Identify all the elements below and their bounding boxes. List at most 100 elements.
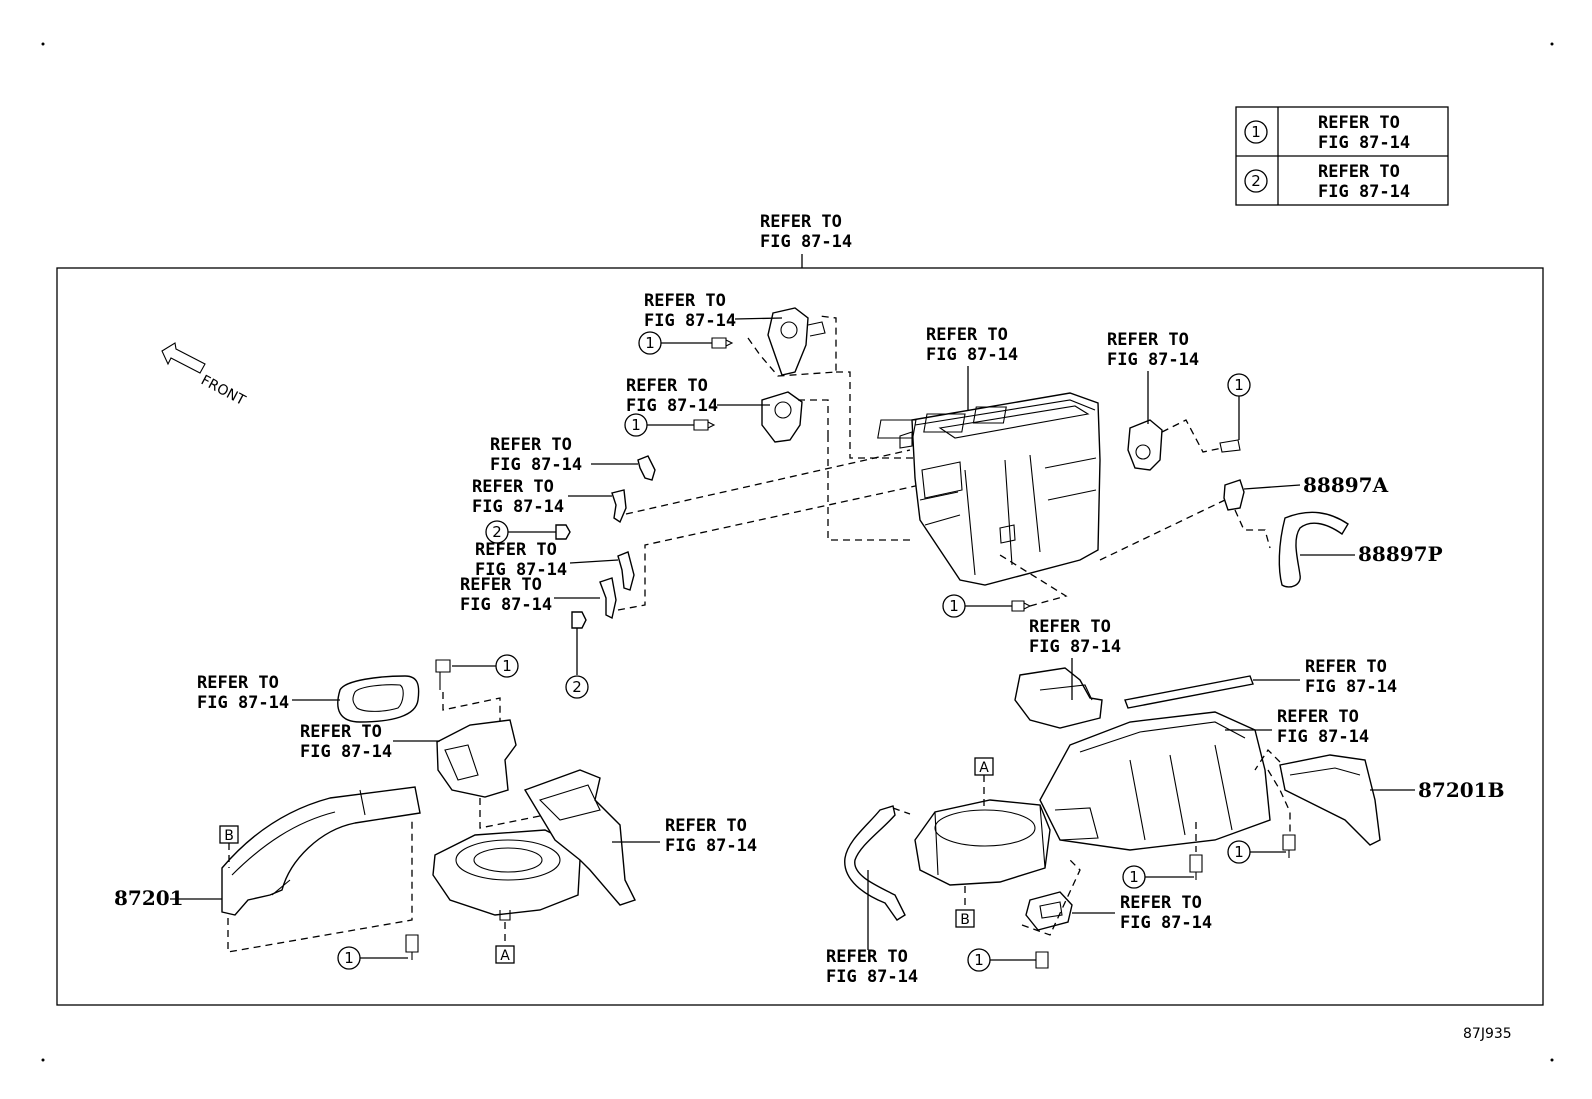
refer-duct-2: FIG 87-14 bbox=[300, 742, 392, 762]
legend-symbol-1: 1 bbox=[1251, 123, 1261, 141]
refer-strip-2: FIG 87-14 bbox=[1305, 677, 1397, 697]
screw-right: 1 bbox=[1219, 373, 1251, 453]
refer-link4-2: FIG 87-14 bbox=[460, 595, 552, 615]
legend-row-2: 2 REFER TO FIG 87-14 bbox=[1244, 162, 1410, 202]
legend-symbol-2: 2 bbox=[1251, 172, 1261, 190]
figure-id: 87J935 bbox=[1463, 1026, 1512, 1042]
nut-2-lower: 2 bbox=[565, 611, 589, 699]
air-duct-87201: 87201 B bbox=[114, 786, 421, 953]
callout-1-87201: 1 bbox=[344, 949, 354, 967]
servo-motor-middle: REFER TO FIG 87-14 bbox=[626, 376, 829, 443]
refer-line1: REFER TO bbox=[760, 212, 842, 232]
box-a-right: A bbox=[979, 760, 989, 776]
box-a-left: A bbox=[500, 948, 510, 964]
label-87201: 87201 bbox=[114, 886, 184, 910]
refer-servo-mid-1: REFER TO bbox=[626, 376, 708, 396]
blower-housing-right: A B bbox=[914, 757, 1051, 928]
callout-1-upper: 1 bbox=[645, 334, 655, 352]
refer-link3-1: REFER TO bbox=[475, 540, 557, 560]
link-part-3: REFER TO FIG 87-14 bbox=[475, 540, 635, 591]
defroster-duct: REFER TO FIG 87-14 bbox=[1014, 617, 1121, 729]
screw-duct-top: 1 bbox=[435, 654, 519, 726]
servo-motor-right: REFER TO FIG 87-14 bbox=[1107, 330, 1223, 471]
refer-hose-1: REFER TO bbox=[826, 947, 908, 967]
corner-marks bbox=[41, 42, 1554, 1062]
assembly-refer-label: REFER TO FIG 87-14 bbox=[760, 212, 852, 268]
callout-1-right: 1 bbox=[1234, 376, 1244, 394]
refer-defroster-2: FIG 87-14 bbox=[1029, 637, 1121, 657]
box-b-right: B bbox=[960, 912, 970, 928]
screw-middle: 1 bbox=[624, 413, 716, 437]
box-b-left: B bbox=[224, 828, 234, 844]
legend-text-1b: FIG 87-14 bbox=[1318, 133, 1410, 153]
refer-case-2: FIG 87-14 bbox=[926, 345, 1018, 365]
guide-middle bbox=[827, 435, 912, 541]
refer-link4-1: REFER TO bbox=[460, 575, 542, 595]
evaporator-housing: REFER TO FIG 87-14 bbox=[1039, 707, 1369, 851]
label-88897p: 88897P bbox=[1358, 542, 1443, 566]
refer-servo-upper-2: FIG 87-14 bbox=[644, 311, 736, 331]
screw-87201: 1 bbox=[337, 934, 419, 970]
screw-resistor: 1 bbox=[967, 948, 1049, 972]
refer-evap-2: FIG 87-14 bbox=[1277, 727, 1369, 747]
callout-1-middle: 1 bbox=[631, 416, 641, 434]
link-part-2: REFER TO FIG 87-14 bbox=[472, 449, 911, 524]
callout-2-upper: 2 bbox=[492, 523, 502, 541]
refer-blower-2: FIG 87-14 bbox=[665, 836, 757, 856]
guide-upper bbox=[836, 371, 915, 459]
link-part-1: REFER TO FIG 87-14 bbox=[490, 435, 656, 481]
refer-seal-1: REFER TO bbox=[197, 673, 279, 693]
screw-housing-bottom: 1 bbox=[1122, 822, 1203, 889]
refer-strip-1: REFER TO bbox=[1305, 657, 1387, 677]
refer-servo-upper-1: REFER TO bbox=[644, 291, 726, 311]
refer-servo-right-2: FIG 87-14 bbox=[1107, 350, 1199, 370]
air-duct-upper: REFER TO FIG 87-14 bbox=[300, 719, 546, 829]
refer-seal-2: FIG 87-14 bbox=[197, 693, 289, 713]
front-label: FRONT bbox=[198, 372, 248, 409]
refer-servo-right-1: REFER TO bbox=[1107, 330, 1189, 350]
refer-link2-2: FIG 87-14 bbox=[472, 497, 564, 517]
refer-link1-2: FIG 87-14 bbox=[490, 455, 582, 475]
refer-link1-1: REFER TO bbox=[490, 435, 572, 455]
callout-1-resistor: 1 bbox=[974, 951, 984, 969]
callout-1-case: 1 bbox=[949, 597, 959, 615]
nut-2-upper: 2 bbox=[485, 520, 571, 544]
refer-duct-1: REFER TO bbox=[300, 722, 382, 742]
refer-servo-mid-2: FIG 87-14 bbox=[626, 396, 718, 416]
drain-hose: REFER TO FIG 87-14 bbox=[826, 805, 918, 987]
callout-1-housing: 1 bbox=[1129, 868, 1139, 886]
refer-link2-1: REFER TO bbox=[472, 477, 554, 497]
link-part-4: REFER TO FIG 87-14 bbox=[460, 484, 921, 620]
label-87201b: 87201B bbox=[1418, 778, 1504, 802]
blower-housing-left: REFER TO FIG 87-14 A bbox=[432, 769, 757, 964]
refer-evap-1: REFER TO bbox=[1277, 707, 1359, 727]
refer-case-1: REFER TO bbox=[926, 325, 1008, 345]
screw-upper: 1 bbox=[638, 331, 734, 355]
legend-row-1: 1 REFER TO FIG 87-14 bbox=[1244, 113, 1410, 153]
screw-87201b: 1 bbox=[1227, 834, 1296, 864]
legend-text-2b: FIG 87-14 bbox=[1318, 182, 1410, 202]
callout-1-87201b: 1 bbox=[1234, 843, 1244, 861]
refer-defroster-1: REFER TO bbox=[1029, 617, 1111, 637]
legend-table: 1 REFER TO FIG 87-14 2 REFER TO FIG 87-1… bbox=[1235, 106, 1449, 206]
legend-text-2a: REFER TO bbox=[1318, 162, 1400, 182]
duct-seal: REFER TO FIG 87-14 bbox=[197, 673, 420, 723]
refer-blower-1: REFER TO bbox=[665, 816, 747, 836]
legend-text-1a: REFER TO bbox=[1318, 113, 1400, 133]
part-88897a: 88897A bbox=[1099, 473, 1389, 561]
refer-link3-2: FIG 87-14 bbox=[475, 560, 567, 580]
callout-1-duct-top: 1 bbox=[502, 657, 512, 675]
front-arrow: FRONT bbox=[161, 342, 248, 409]
label-88897a: 88897A bbox=[1303, 473, 1389, 497]
servo-motor-upper: REFER TO FIG 87-14 bbox=[644, 291, 837, 377]
refer-hose-2: FIG 87-14 bbox=[826, 967, 918, 987]
duct-87201b: 87201B bbox=[1254, 748, 1504, 846]
refer-resistor-1: REFER TO bbox=[1120, 893, 1202, 913]
screw-case-bottom: 1 bbox=[942, 554, 1068, 618]
refer-resistor-2: FIG 87-14 bbox=[1120, 913, 1212, 933]
resistor-block: REFER TO FIG 87-14 bbox=[1021, 859, 1212, 936]
refer-line2: FIG 87-14 bbox=[760, 232, 852, 252]
heater-case: REFER TO FIG 87-14 bbox=[877, 325, 1101, 586]
part-88897p: 88897P bbox=[1234, 509, 1443, 588]
